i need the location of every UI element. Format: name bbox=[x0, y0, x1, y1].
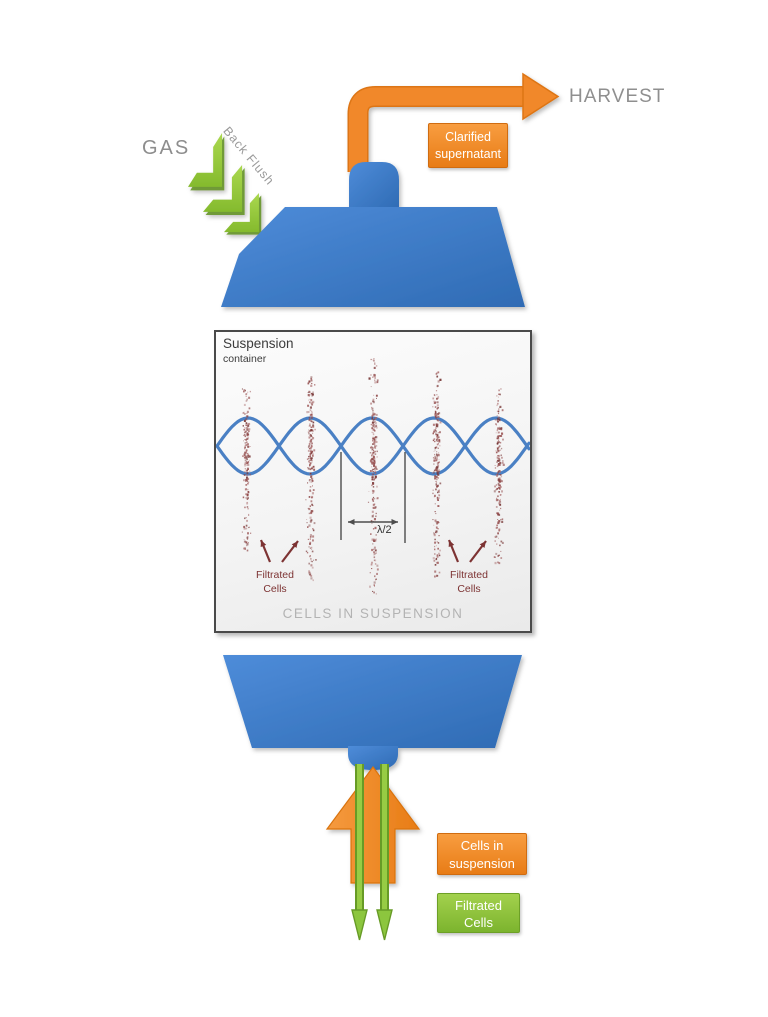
filtrated-right-line2: Cells bbox=[457, 583, 481, 595]
clarified-line2: supernatant bbox=[434, 147, 502, 161]
clarified-supernatant-badge: Clarified supernatant bbox=[428, 123, 508, 168]
filtrated-box-line2: Cells bbox=[464, 915, 493, 930]
filtrated-cells-outlet-arrows bbox=[351, 764, 393, 941]
bottom-vessel bbox=[223, 655, 522, 770]
filtrated-cells-arrows-right bbox=[447, 539, 487, 563]
top-vessel bbox=[221, 162, 525, 307]
down-arrow-icon bbox=[351, 764, 368, 941]
half-wavelength-label: λ/2 bbox=[377, 524, 392, 536]
arrow-up-right-icon bbox=[469, 540, 487, 563]
filtrated-box-line1: Filtrated bbox=[455, 898, 502, 913]
gas-label: GAS bbox=[142, 137, 191, 159]
arrow-up-left-icon bbox=[259, 539, 272, 563]
harvest-label: HARVEST bbox=[569, 86, 666, 107]
filtrated-cells-badge: Filtrated Cells bbox=[437, 893, 520, 933]
chevron-icon bbox=[224, 193, 262, 235]
filtrated-right-line1: Filtrated bbox=[450, 569, 488, 581]
filtrated-cells-arrows-left bbox=[259, 539, 299, 563]
suspension-container-title: Suspension bbox=[223, 336, 294, 351]
half-wavelength-annotation bbox=[340, 452, 406, 543]
cells-box-line2: suspension bbox=[449, 856, 515, 871]
arrow-up-left-icon bbox=[447, 539, 460, 563]
down-arrow-icon bbox=[376, 764, 393, 941]
cell-columns bbox=[241, 358, 505, 595]
cells-in-suspension-caption: CELLS IN SUSPENSION bbox=[282, 606, 464, 621]
filtrated-left-line1: Filtrated bbox=[256, 569, 294, 581]
harvest-pipe bbox=[347, 72, 560, 172]
suspension-container-box bbox=[214, 330, 532, 633]
harvest-arrowhead-icon bbox=[522, 72, 560, 121]
chevron-icon bbox=[188, 133, 225, 191]
suspension-container-subtitle: container bbox=[223, 353, 267, 365]
bottom-vessel-funnel bbox=[223, 655, 522, 748]
clarified-line1: Clarified bbox=[445, 130, 491, 144]
filtrated-cells-label-right: Filtrated Cells bbox=[446, 568, 492, 596]
harvest-pipe-body bbox=[349, 87, 524, 172]
top-vessel-funnel bbox=[221, 207, 525, 307]
filtrated-left-line2: Cells bbox=[263, 583, 287, 595]
cells-box-line1: Cells in bbox=[460, 838, 504, 853]
arrow-up-right-icon bbox=[281, 540, 299, 563]
inlet-up-arrow-icon bbox=[325, 765, 421, 884]
cells-in-suspension-badge: Cells in suspension bbox=[437, 833, 527, 875]
top-vessel-neck bbox=[349, 162, 399, 210]
filtrated-cells-label-left: Filtrated Cells bbox=[252, 568, 298, 596]
